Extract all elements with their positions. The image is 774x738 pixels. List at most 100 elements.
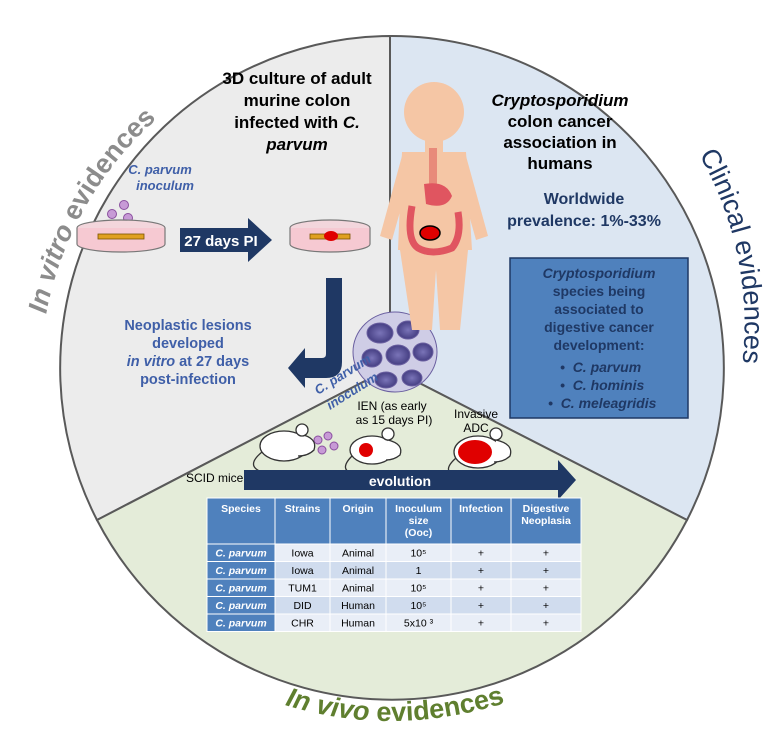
svg-text:developed: developed (152, 336, 224, 352)
species-item: • C. parvum (560, 359, 641, 375)
table-cell: Animal (342, 565, 374, 577)
in-vitro-sector (59, 34, 391, 522)
ien-label: IEN (as early as 15 days PI) (356, 399, 433, 427)
table-cell: C. parvum (215, 565, 266, 577)
table-cell: Human (341, 618, 375, 630)
svg-text:Invasive: Invasive (454, 407, 498, 421)
table-cell: C. parvum (215, 583, 266, 595)
table-cell: Animal (342, 548, 374, 560)
table-cell: + (543, 583, 549, 595)
table-cell: 10⁵ (410, 548, 426, 560)
petri-dish-icon (76, 219, 166, 253)
table-cell: + (478, 565, 484, 577)
table-cell: + (543, 618, 549, 630)
svg-text:Neoplastic lesions: Neoplastic lesions (124, 318, 251, 334)
table-cell: + (543, 548, 549, 560)
svg-text:C. parvum: C. parvum (128, 162, 192, 177)
svg-text:humans: humans (527, 154, 592, 173)
svg-text:27 days PI: 27 days PI (184, 233, 257, 250)
table-cell: + (543, 565, 549, 577)
svg-text:colon cancer: colon cancer (508, 112, 613, 131)
svg-text:ADC: ADC (463, 421, 489, 435)
oocyst-icon (313, 431, 339, 455)
svg-text:Cryptosporidium: Cryptosporidium (543, 265, 656, 281)
svg-text:(Ooc): (Ooc) (405, 527, 432, 539)
svg-text:in vitro at 27 days: in vitro at 27 days (127, 354, 250, 370)
svg-text:murine colon: murine colon (244, 91, 351, 110)
svg-text:size: size (409, 515, 429, 527)
svg-text:Cryptosporidium: Cryptosporidium (492, 91, 629, 110)
table-cell: Human (341, 600, 375, 612)
svg-text:associated to: associated to (554, 301, 643, 317)
table-row: C. parvum Iowa Animal 10⁵ + + (206, 543, 582, 562)
svg-text:Inoculum: Inoculum (395, 503, 442, 515)
table-cell: Iowa (291, 565, 313, 577)
svg-text:3D culture of adult: 3D culture of adult (222, 69, 372, 88)
svg-text:Strains: Strains (285, 503, 321, 515)
table-cell: C. parvum (215, 548, 266, 560)
table-cell: CHR (291, 618, 314, 630)
scid-mice-label: SCID mice (186, 471, 244, 485)
prevalence-text: Worldwide prevalence: 1%-33% (507, 191, 661, 230)
svg-text:Neoplasia: Neoplasia (521, 515, 571, 527)
evolution-arrow: evolution (244, 460, 576, 500)
svg-text:Origin: Origin (343, 503, 374, 515)
svg-text:Worldwide: Worldwide (544, 191, 625, 208)
table-cell: DID (293, 600, 312, 612)
table-header-cell: Species (206, 497, 276, 545)
svg-text:digestive cancer: digestive cancer (544, 319, 654, 335)
species-box: Cryptosporidium species being associated… (509, 257, 689, 419)
svg-text:development:: development: (553, 337, 644, 353)
svg-text:parvum: parvum (265, 135, 327, 154)
adc-mouse-icon (447, 427, 512, 477)
svg-text:inoculum: inoculum (136, 178, 194, 193)
table-cell: Animal (342, 583, 374, 595)
svg-text:Digestive: Digestive (523, 503, 570, 515)
svg-text:infected with C.: infected with C. (234, 113, 360, 132)
table-cell: + (478, 548, 484, 560)
svg-text:as 15 days PI): as 15 days PI) (356, 413, 433, 427)
scid-mouse-icon (252, 423, 316, 473)
table-cell: + (478, 618, 484, 630)
lesion-bent-arrow (288, 278, 342, 388)
species-item: • C. meleagridis (548, 395, 657, 411)
in-vitro-inoculum-label: C. parvum inoculum (128, 162, 194, 193)
species-item: • C. hominis (560, 377, 644, 393)
svg-text:evolution: evolution (369, 473, 431, 489)
svg-text:post-infection: post-infection (140, 372, 236, 388)
svg-text:association in: association in (503, 133, 616, 152)
table-cell: 10⁵ (410, 600, 426, 612)
table-cell: 1 (416, 565, 422, 577)
table-cell: 10⁵ (410, 583, 426, 595)
table-cell: + (478, 583, 484, 595)
svg-text:Infection: Infection (459, 503, 503, 515)
in-vitro-lesion-text: Neoplastic lesions developed in vitro at… (124, 318, 251, 388)
clinical-heading: Cryptosporidium colon cancer association… (492, 91, 629, 173)
table-cell: C. parvum (215, 618, 266, 630)
adc-label: Invasive ADC (454, 407, 498, 435)
svg-text:IEN (as early: IEN (as early (357, 399, 426, 413)
svg-text:prevalence: 1%-33%: prevalence: 1%-33% (507, 213, 661, 230)
table-cell: + (543, 600, 549, 612)
ien-mouse-icon (344, 427, 402, 475)
days-pi-arrow: 27 days PI (180, 218, 272, 262)
table-cell: 5x10 ³ (404, 618, 434, 630)
table-cell: Iowa (291, 548, 313, 560)
table-cell: C. parvum (215, 600, 266, 612)
table-row: C. parvum TUM1 Animal 10⁵ + + (206, 578, 582, 597)
petri-dish-lesion-icon (289, 219, 371, 253)
table-header-cell: Origin (329, 497, 387, 545)
table-header-cell: Strains (274, 497, 331, 545)
table-row: C. parvum Iowa Animal 1 + + (206, 561, 582, 580)
svg-text:Species: Species (221, 503, 261, 515)
table-cell: TUM1 (288, 583, 317, 595)
table-row: C. parvum CHR Human 5x10 ³ + + (206, 613, 582, 632)
human-body-icon (380, 82, 488, 330)
svg-text:species being: species being (553, 283, 646, 299)
table-header-cell: Infection (450, 497, 512, 545)
